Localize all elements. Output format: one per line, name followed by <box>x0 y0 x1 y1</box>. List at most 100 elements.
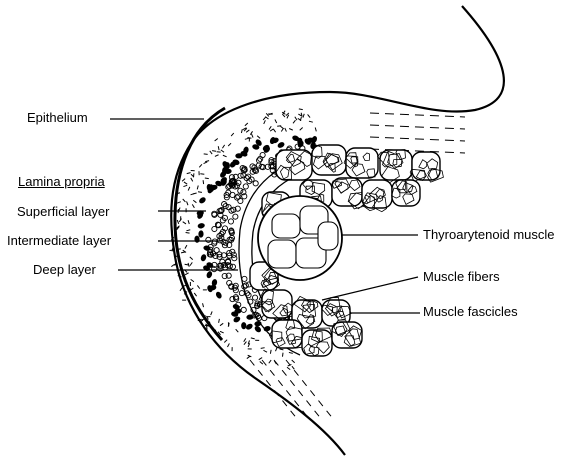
superficial-fiber <box>263 350 267 352</box>
collagen-fiber <box>238 188 243 193</box>
superficial-fiber <box>300 128 303 131</box>
superficial-fiber <box>177 249 181 250</box>
collagen-fiber <box>243 184 248 189</box>
superficial-fiber <box>281 128 283 131</box>
muscle-fascicle <box>275 150 312 180</box>
superficial-fiber <box>287 115 289 119</box>
elastin-fiber <box>215 291 223 300</box>
superficial-fiber <box>218 146 219 150</box>
superficial-fiber <box>236 329 239 332</box>
superficial-fiber <box>303 114 304 118</box>
superficial-fiber <box>212 151 216 152</box>
superficial-fiber <box>187 201 188 205</box>
superficial-fiber <box>308 114 310 117</box>
collagen-fiber <box>206 237 211 242</box>
elastin-fiber <box>206 270 214 279</box>
collagen-fiber <box>252 295 257 300</box>
collagen-fiber <box>235 195 240 200</box>
superficial-fiber <box>187 173 191 174</box>
superficial-fiber <box>191 279 194 281</box>
superficial-fiber <box>299 109 303 110</box>
muscle-fascicle <box>332 320 362 348</box>
superficial-fiber <box>183 222 186 224</box>
superficial-fiber <box>215 138 218 140</box>
superficial-fiber <box>289 129 293 131</box>
superficial-fiber <box>292 366 294 369</box>
superficial-fiber <box>265 117 268 119</box>
muscle-fascicles-label: Muscle fascicles <box>423 304 518 319</box>
collagen-fiber <box>258 156 263 161</box>
superficial-fiber <box>186 232 190 233</box>
superficial-fiber <box>289 352 293 353</box>
superficial-fiber <box>246 130 249 132</box>
superficial-fiber <box>219 319 220 323</box>
elastin-fiber <box>200 254 207 262</box>
elastin-fiber <box>198 196 207 205</box>
superficial-fiber <box>231 133 234 136</box>
superficial-fiber <box>205 178 209 179</box>
superficial-fiber <box>177 220 178 224</box>
superficial-fiber <box>190 257 193 260</box>
epithelium-label: Epithelium <box>27 110 88 125</box>
superficial-fiber <box>241 129 242 133</box>
superficial-fiber <box>197 185 198 189</box>
collagen-fiber <box>260 152 265 157</box>
collagen-fiber <box>239 291 244 296</box>
superficial-fiber <box>275 119 277 123</box>
superficial-fiber <box>282 114 285 117</box>
superficial-fiber <box>185 273 188 275</box>
muscle-fascicle <box>392 180 420 206</box>
superficial-fiber <box>188 187 190 191</box>
superficial-fiber <box>259 358 262 360</box>
superficial-fiber <box>260 362 263 365</box>
superficial-fiber <box>293 120 295 123</box>
elastin-fiber <box>203 245 211 252</box>
elastin-fiber <box>198 230 203 237</box>
collagen-fiber <box>241 307 246 312</box>
superficial-fiber <box>194 293 196 296</box>
superficial-fiber <box>171 264 174 266</box>
inner-fascicle <box>268 240 296 268</box>
thyroarytenoid-bundle <box>258 196 342 280</box>
fiber-strand <box>370 125 465 129</box>
superficial-fiber <box>215 155 219 157</box>
superficial-fiber <box>222 145 224 148</box>
superficial-fiber <box>270 129 273 131</box>
superficial-fiber <box>282 353 283 357</box>
superficial-fiber <box>207 326 208 330</box>
superficial-fiber <box>252 134 254 138</box>
superficial-fiber <box>203 303 204 307</box>
superficial-layer-label: Superficial layer <box>17 204 110 219</box>
superficial-fiber <box>204 162 208 164</box>
superficial-fiber <box>275 347 277 351</box>
superficial-fiber <box>205 161 209 162</box>
superficial-fiber <box>199 164 202 167</box>
muscle-fibers-label: Muscle fibers <box>423 269 500 284</box>
collagen-fiber <box>233 214 238 219</box>
superficial-fiber <box>180 288 182 291</box>
superficial-fiber <box>244 342 246 345</box>
muscle-group <box>250 145 443 356</box>
superficial-fiber <box>287 367 290 369</box>
superficial-fiber <box>193 200 196 202</box>
fascicle-outline <box>276 150 312 180</box>
muscle-fascicle <box>269 319 302 348</box>
superficial-fiber <box>228 143 231 146</box>
superficial-fiber <box>223 155 227 157</box>
collagen-fiber <box>232 256 237 261</box>
superficial-fiber <box>181 252 185 253</box>
muscle-fascicle <box>311 145 347 175</box>
superficial-fiber <box>183 185 187 186</box>
fiber-strand <box>286 360 334 420</box>
superficial-fiber <box>280 349 284 350</box>
thyroarytenoid-muscle-label: Thyroarytenoid muscle <box>423 227 555 242</box>
fiber-strand <box>370 113 465 117</box>
superficial-fiber <box>224 340 227 343</box>
superficial-fiber <box>205 315 206 319</box>
intermediate-layer-label: Intermediate layer <box>7 233 111 248</box>
inner-fascicle <box>318 222 338 250</box>
collagen-fiber <box>228 219 233 224</box>
elastin-fiber <box>241 322 246 329</box>
elastin-fiber <box>269 136 276 145</box>
